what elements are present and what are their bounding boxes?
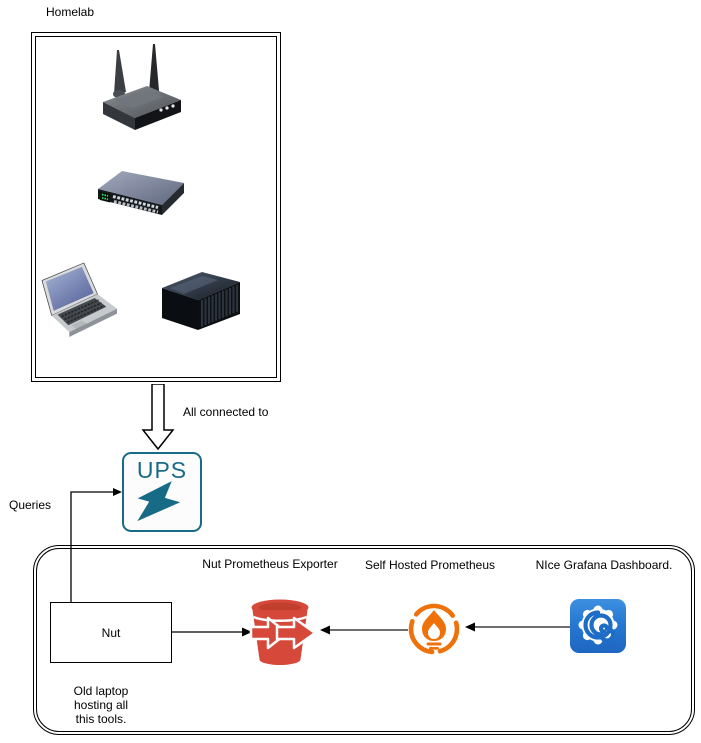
lightning-bolt-icon [137,481,181,522]
rack-server-image [162,272,240,330]
homelab-label: Homelab [46,5,95,19]
all-connected-label: All connected to [183,405,269,419]
homelab-box-inner-border [35,36,277,378]
arrow-grafana-to-prometheus [465,622,570,632]
nut-label: Nut [101,625,121,640]
prometheus-label: Self Hosted Prometheus [364,558,496,572]
block-arrow-down [141,384,175,451]
old-laptop-note: Old laptop hosting all this tools. [73,684,129,726]
arrow-prometheus-to-exporter [320,625,408,635]
wireless-router-image [103,44,181,130]
nut-node: Nut [50,602,172,663]
ups-node: UPS [122,452,202,532]
queries-label: Queries [9,498,52,512]
network-switch-image [98,171,184,215]
hosting-container [33,545,695,735]
grafana-icon [570,599,626,653]
exporter-label: Nut Prometheus Exporter [202,557,338,571]
prometheus-exporter-icon [249,599,317,665]
laptop-image [41,262,118,337]
grafana-label: NIce Grafana Dashboard. [535,558,673,572]
connector-nut-to-ups [70,488,122,602]
ups-label: UPS [136,457,188,483]
prometheus-icon [408,603,460,655]
hosting-container-inner-border [36,548,692,732]
arrow-nut-to-exporter [172,627,252,637]
grafana-logo-icon [578,605,618,645]
